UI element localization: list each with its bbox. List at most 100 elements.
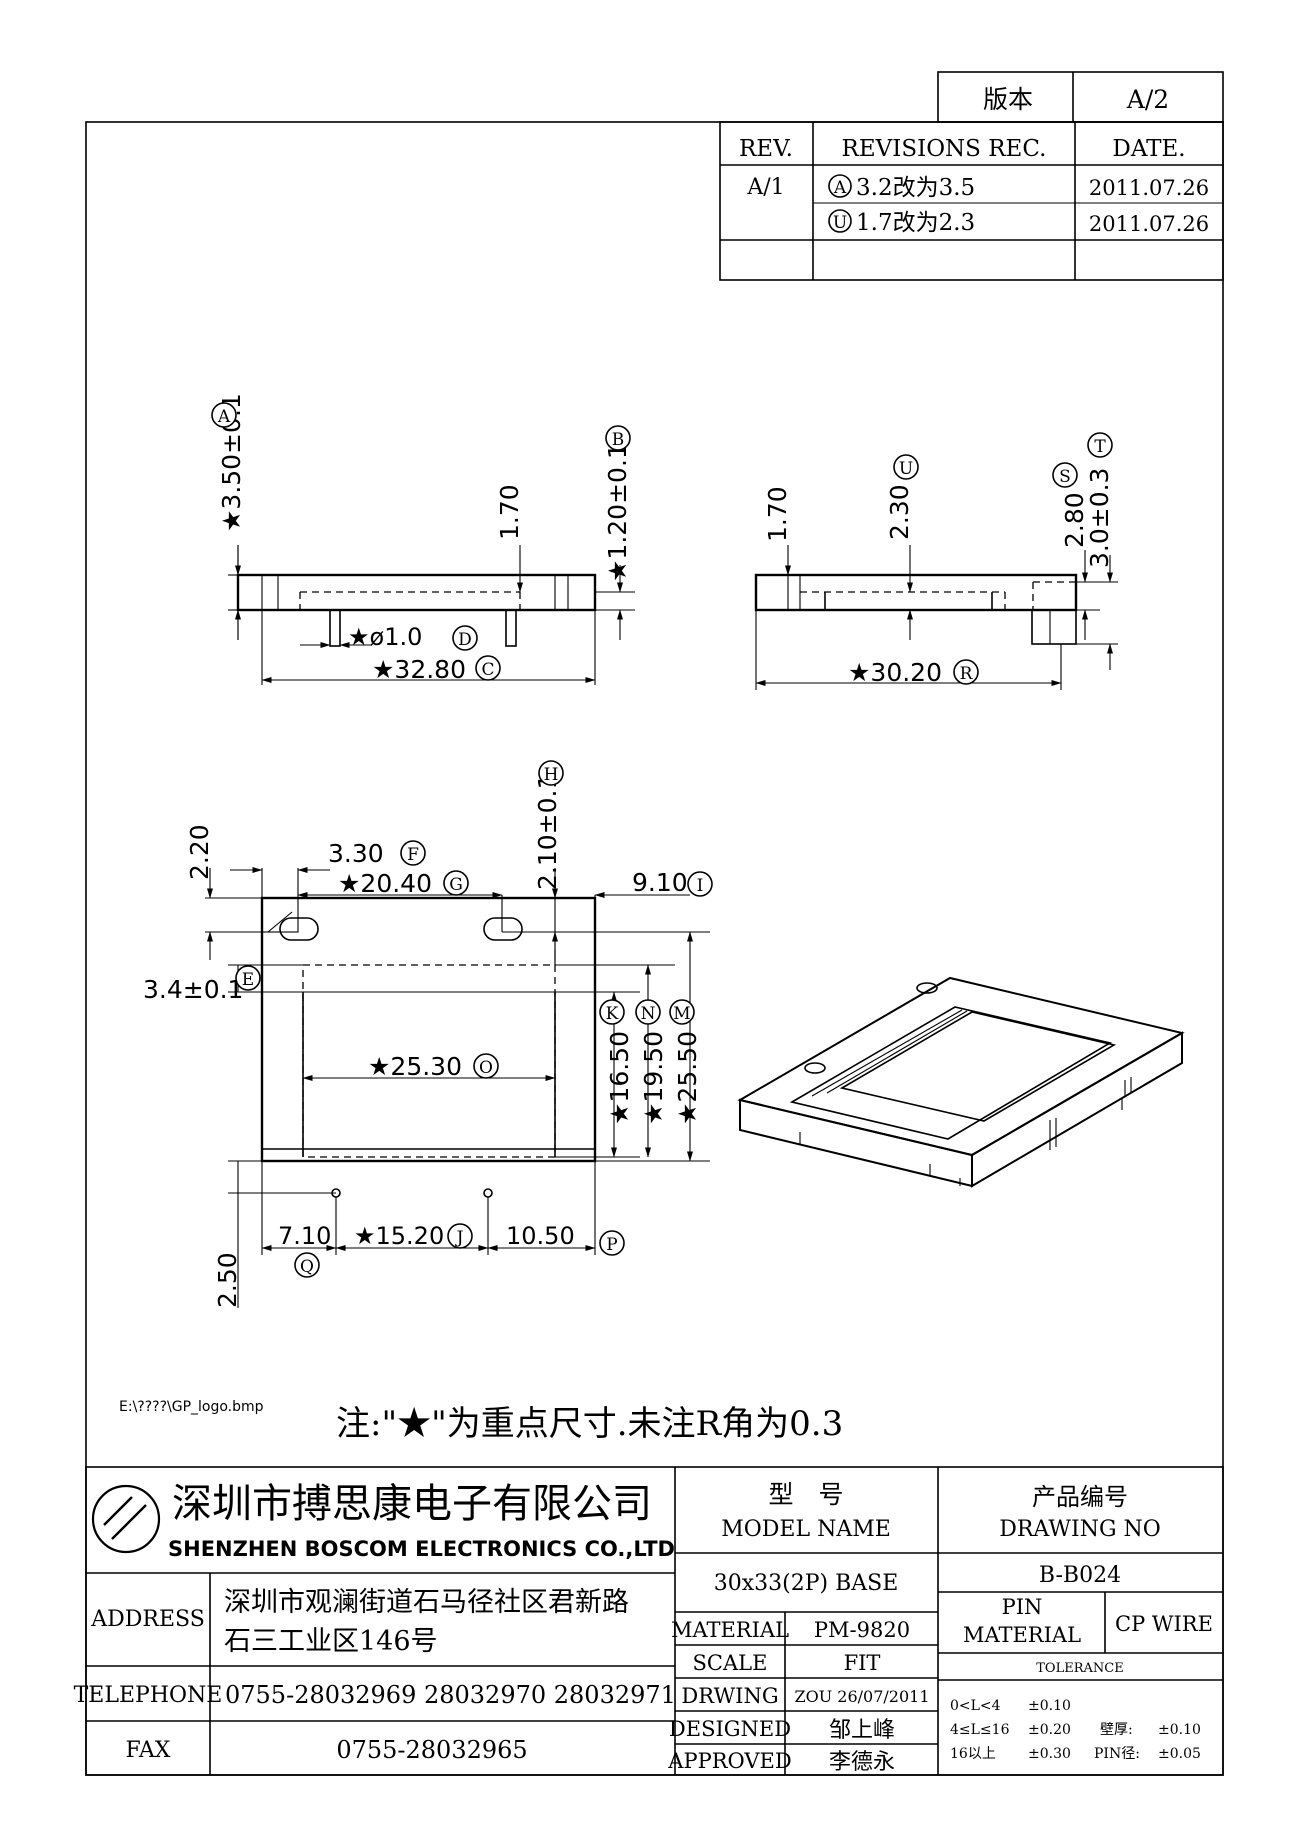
label-c: C [481,660,494,680]
label-f: F [407,845,419,865]
model-label-en: MODEL NAME [721,1517,891,1542]
dim-height-1-20: ★1.20±0.1 [603,443,632,582]
dim-3-4: 3.4±0.1 [143,975,243,1004]
dim-1-70-side: 1.70 [763,486,792,542]
dim-9-10: 9.10 [632,868,688,897]
isometric-view [737,976,1185,1188]
drawing-no-label-en: DRAWING NO [999,1517,1161,1542]
dim-3-0: 3.0±0.3 [1085,468,1114,568]
revision-text-2: 1.7改为2.3 [856,210,975,236]
dim-2-20: 2.20 [185,824,214,880]
label-q: Q [300,1257,314,1277]
pin-material-label-1: PIN [1002,1595,1043,1619]
drawing-note: 注:"★"为重点尺寸.未注R角为0.3 [336,1404,843,1444]
revision-table: REV. REVISIONS REC. DATE. A/1 A 3.2改为3.5… [719,121,1224,281]
fax-label: FAX [126,1738,171,1763]
tolerance-label: TOLERANCE [1036,1661,1123,1676]
revision-text-1: 3.2改为3.5 [856,175,975,201]
address-line1: 深圳市观澜街道石马径社区君新路 [224,1587,629,1618]
dim-3-30: 3.30 [328,839,384,868]
dim-16-50: ★16.50 [605,1031,634,1125]
material-value: PM-9820 [814,1618,910,1642]
label-g: G [449,875,463,895]
revision-mark-u: U [833,213,847,233]
approved-value: 李德永 [829,1750,895,1775]
dim-1-70-front: 1.70 [495,484,524,540]
label-u: U [899,459,913,479]
revision-header-date: DATE. [1112,136,1185,162]
tol-1-range: 0<L<4 [950,1698,1001,1714]
material-label: MATERIAL [671,1618,789,1642]
label-k: K [606,1004,619,1024]
tol-2-extra-value: ±0.10 [1158,1722,1201,1738]
label-a: A [217,407,231,427]
revision-rev-cell: A/1 [746,175,784,200]
scale-label: SCALE [693,1651,768,1675]
logo-path: E:\????\GP_logo.bmp [119,1399,264,1415]
side-view: 1.70 2.30 U 2.80 S 3.0±0.3 T ★30.20 R [754,432,1118,690]
dim-2-80: 2.80 [1060,492,1089,548]
front-view: ★3.50±0.1 A 1.70 ★1.20±0.1 B ★ø1.0 D ★32… [211,393,635,685]
label-h: H [544,765,559,785]
dim-2-10: 2.10±0.1 [533,774,562,890]
top-view: 2.20 3.30 F ★20.40 G 2.10±0.1 H 9.10 I 3… [143,760,713,1308]
revision-date-2: 2011.07.26 [1089,212,1209,236]
version-box: 版本 A/2 [937,71,1224,123]
revision-header-rev: REV. [739,136,793,162]
telephone-value: 0755-28032969 28032970 28032971 [225,1681,676,1709]
dim-10-50: 10.50 [506,1222,575,1250]
fax-value: 0755-28032965 [336,1736,527,1764]
designed-value: 邹上峰 [829,1718,895,1743]
label-m: M [673,1004,690,1024]
dim-7-10: 7.10 [278,1222,331,1250]
company-name-en: SHENZHEN BOSCOM ELECTRONICS CO.,LTD [168,1537,675,1561]
dim-25-50: ★25.50 [673,1031,702,1125]
dim-width-30-20: ★30.20 [848,658,942,687]
dim-15-20: ★15.20 [354,1222,444,1250]
tol-2-range: 4≤L≤16 [950,1722,1010,1738]
telephone-label: TELEPHONE [74,1683,223,1708]
drwing-label: DRWING [681,1684,778,1708]
drwing-value: ZOU 26/07/2011 [794,1687,929,1706]
model-label-cn: 型 号 [768,1480,843,1509]
label-j: J [455,1228,464,1248]
version-label: 版本 [983,85,1033,114]
dim-2-30: 2.30 [885,484,914,540]
dim-25-30: ★25.30 [368,1052,462,1081]
revision-date-1: 2011.07.26 [1089,176,1209,200]
dim-20-40: ★20.40 [338,869,432,898]
tol-1-value: ±0.10 [1028,1698,1071,1714]
version-value: A/2 [1126,85,1169,114]
tol-3-extra-label: PIN径: [1094,1746,1140,1762]
designed-label: DESIGNED [669,1717,791,1741]
label-t: T [1094,437,1106,457]
dim-width-32-80: ★32.80 [372,655,466,684]
address-label: ADDRESS [90,1607,205,1632]
approved-label: APPROVED [667,1749,791,1773]
tol-2-value: ±0.20 [1028,1722,1071,1738]
drawing-no-value: B-B024 [1039,1563,1121,1588]
company-logo-icon [91,1484,161,1554]
pin-material-value: CP WIRE [1115,1612,1213,1636]
tol-2-extra-label: 壁厚: [1100,1722,1133,1738]
label-b: B [612,430,625,450]
label-n: N [641,1004,656,1024]
label-p: P [606,1235,617,1255]
label-e: E [242,970,254,990]
drawing-no-label-cn: 产品编号 [1032,1483,1128,1511]
label-i: I [697,876,704,896]
scale-value: FIT [844,1651,881,1675]
tol-3-extra-value: ±0.05 [1158,1746,1201,1762]
title-block: 深圳市搏思康电子有限公司 SHENZHEN BOSCOM ELECTRONICS… [74,1466,1224,1776]
tol-3-value: ±0.30 [1028,1746,1071,1762]
revision-header-rec: REVISIONS REC. [842,136,1047,162]
label-o: O [479,1058,493,1078]
pin-material-label-2: MATERIAL [963,1623,1081,1647]
label-s: S [1059,467,1071,487]
label-r: R [960,664,974,684]
dim-pin-dia: ★ø1.0 [348,623,422,651]
tol-3-range: 16以上 [950,1746,996,1762]
company-name-cn: 深圳市搏思康电子有限公司 [172,1481,652,1527]
model-value: 30x33(2P) BASE [714,1571,899,1596]
